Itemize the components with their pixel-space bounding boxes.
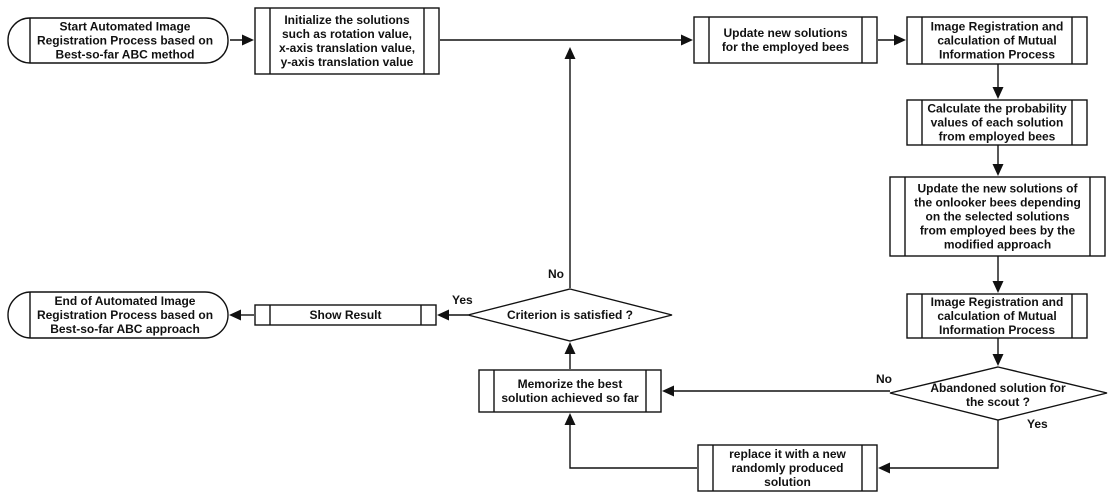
register1-line: Information Process bbox=[939, 48, 1055, 62]
edge-abandoned-replace bbox=[886, 420, 999, 469]
arrowhead bbox=[992, 281, 1004, 293]
criterion-no-label: No bbox=[548, 267, 564, 281]
arrowhead bbox=[564, 413, 576, 425]
memorize-line: Memorize the best bbox=[518, 377, 623, 391]
arrowhead bbox=[242, 34, 254, 46]
start-line: Start Automated Image bbox=[60, 20, 191, 34]
arrowhead bbox=[662, 385, 674, 397]
replace-line: solution bbox=[764, 475, 811, 489]
arrowhead bbox=[894, 34, 906, 46]
replace-line: randomly produced bbox=[731, 461, 843, 475]
init-line: such as rotation value, bbox=[282, 27, 412, 41]
arrowhead bbox=[992, 87, 1004, 99]
init-line: x-axis translation value, bbox=[279, 41, 415, 55]
update-employed-line: for the employed bees bbox=[722, 40, 850, 54]
criterion-line: Criterion is satisfied ? bbox=[507, 308, 633, 322]
abandoned-line: Abandoned solution for bbox=[930, 381, 1066, 395]
arrowhead bbox=[437, 309, 449, 321]
register1-line: calculation of Mutual bbox=[937, 34, 1056, 48]
arrowhead bbox=[992, 164, 1004, 176]
update-onlooker-line: modified approach bbox=[944, 238, 1051, 252]
arrowhead bbox=[681, 34, 693, 46]
abandoned-yes-label: Yes bbox=[1027, 417, 1048, 431]
register2-line: calculation of Mutual bbox=[937, 309, 1056, 323]
end-line: End of Automated Image bbox=[55, 294, 196, 308]
arrowhead bbox=[564, 342, 576, 354]
arrowhead bbox=[992, 354, 1004, 366]
init-line: Initialize the solutions bbox=[284, 13, 410, 27]
update-employed-line: Update new solutions bbox=[723, 26, 847, 40]
abandoned-line: the scout ? bbox=[966, 395, 1030, 409]
criterion-yes-label: Yes bbox=[452, 293, 473, 307]
criterion-text: Criterion is satisfied ? bbox=[507, 308, 633, 322]
arrowhead bbox=[229, 309, 241, 321]
update-onlooker-line: from employed bees by the bbox=[920, 224, 1076, 238]
start-line: Registration Process based on bbox=[37, 34, 213, 48]
edge-replace-memorize bbox=[569, 420, 697, 469]
register2-line: Information Process bbox=[939, 323, 1055, 337]
register1-line: Image Registration and bbox=[931, 20, 1064, 34]
memorize-line: solution achieved so far bbox=[501, 391, 639, 405]
probability-line: values of each solution bbox=[931, 116, 1064, 130]
end-line: Registration Process based on bbox=[37, 308, 213, 322]
arrowhead bbox=[564, 47, 576, 59]
probability-line: from employed bees bbox=[939, 130, 1056, 144]
update-onlooker-line: Update the new solutions of bbox=[917, 182, 1078, 196]
abandoned-no-label: No bbox=[876, 372, 892, 386]
show-result-text: Show Result bbox=[309, 308, 381, 322]
show-result-process: Show Result bbox=[254, 304, 437, 326]
replace-line: replace it with a new bbox=[729, 447, 846, 461]
connectors bbox=[229, 34, 1004, 474]
init-line: y-axis translation value bbox=[281, 55, 414, 69]
probability-line: Calculate the probability bbox=[927, 102, 1067, 116]
show-line: Show Result bbox=[309, 308, 381, 322]
criterion-decision: Criterion is satisfied ? bbox=[467, 288, 673, 342]
end-line: Best-so-far ABC approach bbox=[50, 322, 200, 336]
start-line: Best-so-far ABC method bbox=[56, 48, 195, 62]
update-onlooker-line: the onlooker bees depending bbox=[914, 196, 1081, 210]
register2-line: Image Registration and bbox=[931, 295, 1064, 309]
update-onlooker-line: on the selected solutions bbox=[925, 210, 1069, 224]
arrowhead bbox=[878, 462, 890, 474]
